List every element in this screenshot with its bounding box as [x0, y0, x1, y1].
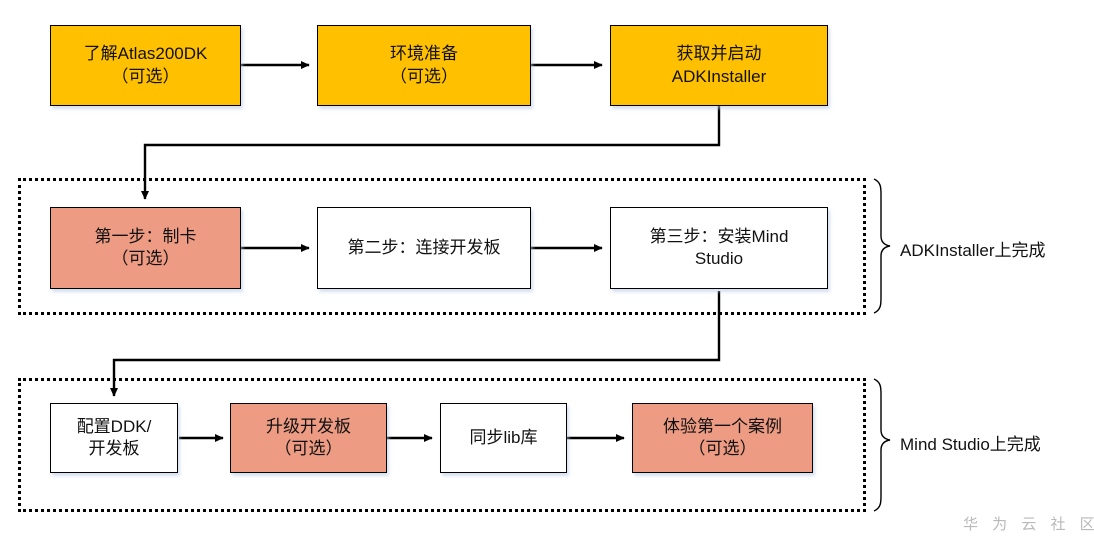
node-step1-make-card[interactable]: 第一步：制卡 （可选）: [50, 207, 241, 289]
node-step3-install-mindstudio[interactable]: 第三步：安装Mind Studio: [610, 207, 828, 289]
node-env-prepare[interactable]: 环境准备 （可选）: [317, 25, 531, 106]
brace-adk-group: [873, 178, 891, 314]
node-upgrade-dev-board[interactable]: 升级开发板 （可选）: [230, 403, 387, 473]
node-learn-atlas200dk[interactable]: 了解Atlas200DK （可选）: [50, 25, 241, 106]
node-sync-lib[interactable]: 同步lib库: [440, 403, 567, 473]
group-label-adkinstaller: ADKInstaller上完成: [900, 241, 1046, 260]
group-label-mindstudio: Mind Studio上完成: [900, 435, 1041, 454]
watermark-text: 华 为 云 社 区: [963, 516, 1094, 533]
node-step2-connect-dev-board[interactable]: 第二步：连接开发板: [317, 207, 531, 289]
node-get-start-adkinstaller[interactable]: 获取并启动 ADKInstaller: [610, 25, 828, 106]
node-first-case[interactable]: 体验第一个案例 （可选）: [632, 403, 813, 473]
brace-mindstudio-group: [873, 378, 891, 512]
node-config-ddk[interactable]: 配置DDK/ 开发板: [50, 403, 178, 473]
